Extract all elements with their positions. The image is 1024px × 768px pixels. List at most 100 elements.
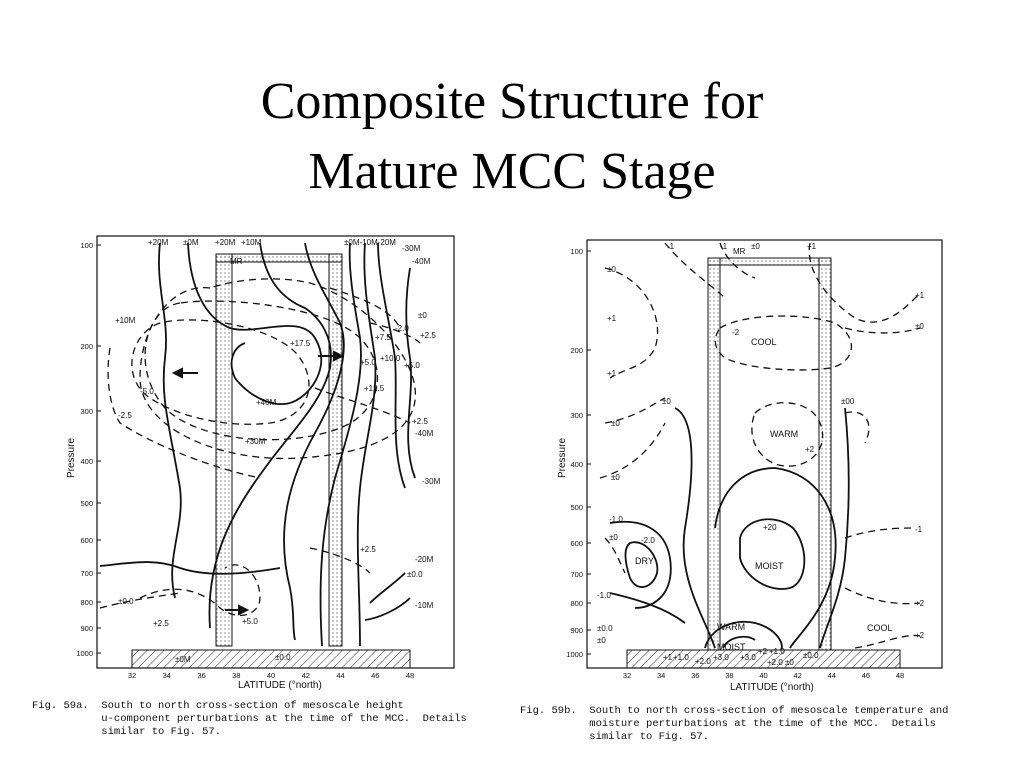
pressure-tick-label: 200 [80,342,93,351]
contour-label: ±00 [841,397,855,406]
height-label: -20M [415,555,434,564]
height-label: +30M [245,437,266,446]
latitude-tick-label: 40 [759,671,767,680]
height-label: ±0M [183,238,199,247]
wind-label: +17.5 [290,339,311,348]
pressure-tick-label: 600 [570,539,583,548]
pressure-tick-label: 100 [80,241,93,250]
region-label: WARM [717,622,745,632]
height-label: -30M [422,477,441,486]
contour-label: -1.0 [597,591,611,600]
region-label: COOL [867,623,893,633]
latitude-tick-label: 38 [232,671,240,680]
height-label: +20M [215,238,236,247]
contour-label: +1 [807,242,817,251]
wind-contours [99,278,421,617]
contour-label: +2 [758,647,768,656]
latitude-tick-label: 44 [828,671,836,680]
contour-label: +1 [607,369,617,378]
latitude-tick-label: 42 [793,671,801,680]
mr-label: MR [733,247,746,256]
contour-label: -2 [732,328,740,337]
height-label: -10M [415,601,434,610]
contour-label: +3.0 [713,653,729,662]
contour-label: ±0 [607,265,616,274]
latitude-tick-label: 34 [163,671,171,680]
pressure-tick-label: 900 [80,624,93,633]
latitude-tick-label: 48 [896,671,904,680]
pressure-tick-label: 500 [570,503,583,512]
contour-label: -1.0 [609,515,623,524]
wind-label: +2.5 [420,331,436,340]
slide-title-line-2: Mature MCC Stage [308,143,716,200]
figure-59a-caption: Fig. 59a. South to north cross-section o… [32,700,467,738]
contour-label: ±0 [785,658,794,667]
wind-label: ±0.0 [407,570,423,579]
wind-label: -2.5 [118,411,132,420]
wind-label: +7.5 [375,333,391,342]
temperature-contours [599,242,921,649]
contour-label: ±0 [611,419,620,428]
latitude-tick-label: 48 [406,671,414,680]
contour-labels: -1 -1 ±0 +1 ±0 +1 ±0 +1 +1 -2 ±0 ±00 ±0 … [597,242,925,667]
latitude-tick-label: 40 [267,671,275,680]
height-label: -40M [412,257,431,266]
contour-label: ±0.0 [597,624,613,633]
y-axis-label: Pressure [66,438,77,478]
contour-label: +1 [663,653,673,662]
stipple-column-right [328,253,343,647]
height-label: +10M [115,316,136,325]
contour-label: ±0 [609,533,618,542]
pressure-tick-label: 300 [80,407,93,416]
contour-label: +1.0 [673,653,689,662]
height-label: -30M [402,244,421,253]
contour-label: ±0 [915,322,924,331]
ground-hatch [626,649,901,669]
region-labels: COOL WARM DRY MOIST WARM MOIST COOL [635,337,893,652]
wind-label: +2.5 [153,619,169,628]
latitude-tick-label: 36 [197,671,205,680]
contour-label: +1.0 [769,647,785,656]
latitude-tick-label: 32 [128,671,136,680]
latitude-tick-label: 44 [336,671,344,680]
height-labels: +20M ±0M +20M +10M ±0M-10M-20M -30M -40M… [115,238,441,664]
wind-label: +12.5 [364,384,385,393]
stipple-top [707,257,832,266]
latitude-tick-label: 32 [623,671,631,680]
wind-label: -2.0 [395,324,409,333]
y-axis-label: Pressure [557,438,568,478]
plot-frame [586,239,943,669]
wind-label: +2.5 [412,417,428,426]
contour-label: ±0.0 [803,651,819,660]
height-label: +10M [241,238,262,247]
moisture-contours [609,407,850,651]
region-label: DRY [635,556,654,566]
pressure-tick-label: 400 [570,460,583,469]
contour-label: +2.0 [695,657,711,666]
pressure-tick-label: 600 [80,536,93,545]
region-label: COOL [751,337,777,347]
height-label: -40M [415,429,434,438]
contour-label: +2 [915,599,925,608]
pressure-tick-label: 700 [80,569,93,578]
contour-label: -1 [667,242,675,251]
figure-59b-caption: Fig. 59b. South to north cross-section o… [520,705,949,743]
latitude-tick-label: 38 [725,671,733,680]
contour-label: +2.0 [767,658,783,667]
pressure-tick-label: 1000 [76,649,93,658]
wind-label: +5.0 [242,617,258,626]
region-label: MOIST [755,561,784,571]
latitude-tick-label: 46 [862,671,870,680]
wind-label: ±0.0 [118,597,134,606]
pressure-tick-label: 300 [570,411,583,420]
pressure-tick-label: 200 [570,346,583,355]
height-label: +20M [148,238,169,247]
height-label: ±0.0 [275,653,291,662]
latitude-tick-label: 34 [657,671,665,680]
height-label: ±0M-10M-20M [344,238,396,247]
ground-hatch [131,649,411,669]
